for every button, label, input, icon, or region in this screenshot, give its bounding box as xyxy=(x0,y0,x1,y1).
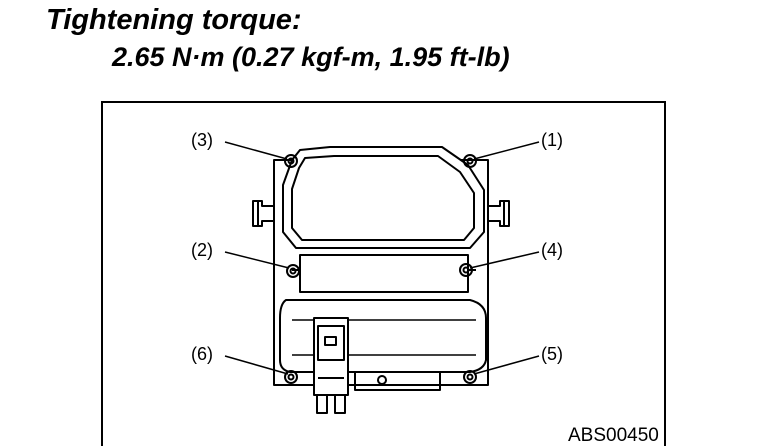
bolt-1 xyxy=(463,154,477,168)
bolt-5 xyxy=(463,370,477,384)
leader-6 xyxy=(224,355,289,375)
bolt-6 xyxy=(284,370,298,384)
callout-6: (6) xyxy=(191,344,213,364)
leader-3 xyxy=(224,141,288,160)
bolt-3 xyxy=(284,154,298,168)
middle-section xyxy=(299,254,469,293)
leader-2 xyxy=(224,251,290,269)
bolt-4 xyxy=(459,263,473,277)
callout-2: (2) xyxy=(191,240,213,260)
illustration-frame xyxy=(101,101,666,446)
figure-code: ABS00450 xyxy=(568,425,659,446)
bolt-2 xyxy=(286,264,300,278)
right-stud xyxy=(487,200,510,227)
torque-title: Tightening torque: xyxy=(46,4,302,36)
left-stud xyxy=(252,200,275,227)
callout-4: (4) xyxy=(541,240,563,260)
leader-5 xyxy=(473,355,540,375)
ecu-cover xyxy=(279,299,487,373)
harness-connector xyxy=(313,317,349,396)
leader-1 xyxy=(473,141,540,160)
upper-housing-inner xyxy=(291,155,475,241)
torque-value: 2.65 N·m (0.27 kgf-m, 1.95 ft-lb) xyxy=(112,42,510,72)
callout-1: (1) xyxy=(541,130,563,150)
leader-4 xyxy=(469,251,540,269)
upper-housing xyxy=(282,146,485,249)
callout-5: (5) xyxy=(541,344,563,364)
callout-3: (3) xyxy=(191,130,213,150)
